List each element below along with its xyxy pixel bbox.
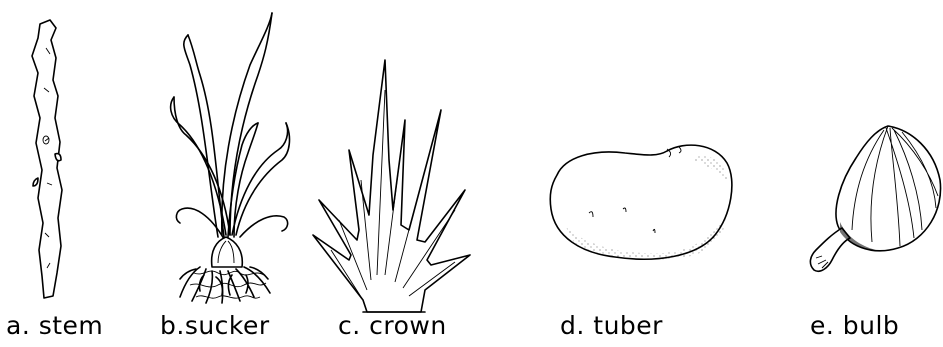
crown-caption: c. crown	[338, 311, 447, 340]
bulb-caption: e. bulb	[810, 311, 899, 340]
stem-caption: a. stem	[6, 311, 103, 340]
tuber-caption: d. tuber	[560, 311, 663, 340]
tuber-illustration	[545, 135, 735, 265]
crown-illustration	[305, 50, 475, 315]
stem-illustration	[20, 18, 80, 303]
bulb-illustration	[802, 118, 943, 278]
sucker-caption: b.sucker	[160, 311, 270, 340]
sucker-illustration	[160, 5, 300, 310]
